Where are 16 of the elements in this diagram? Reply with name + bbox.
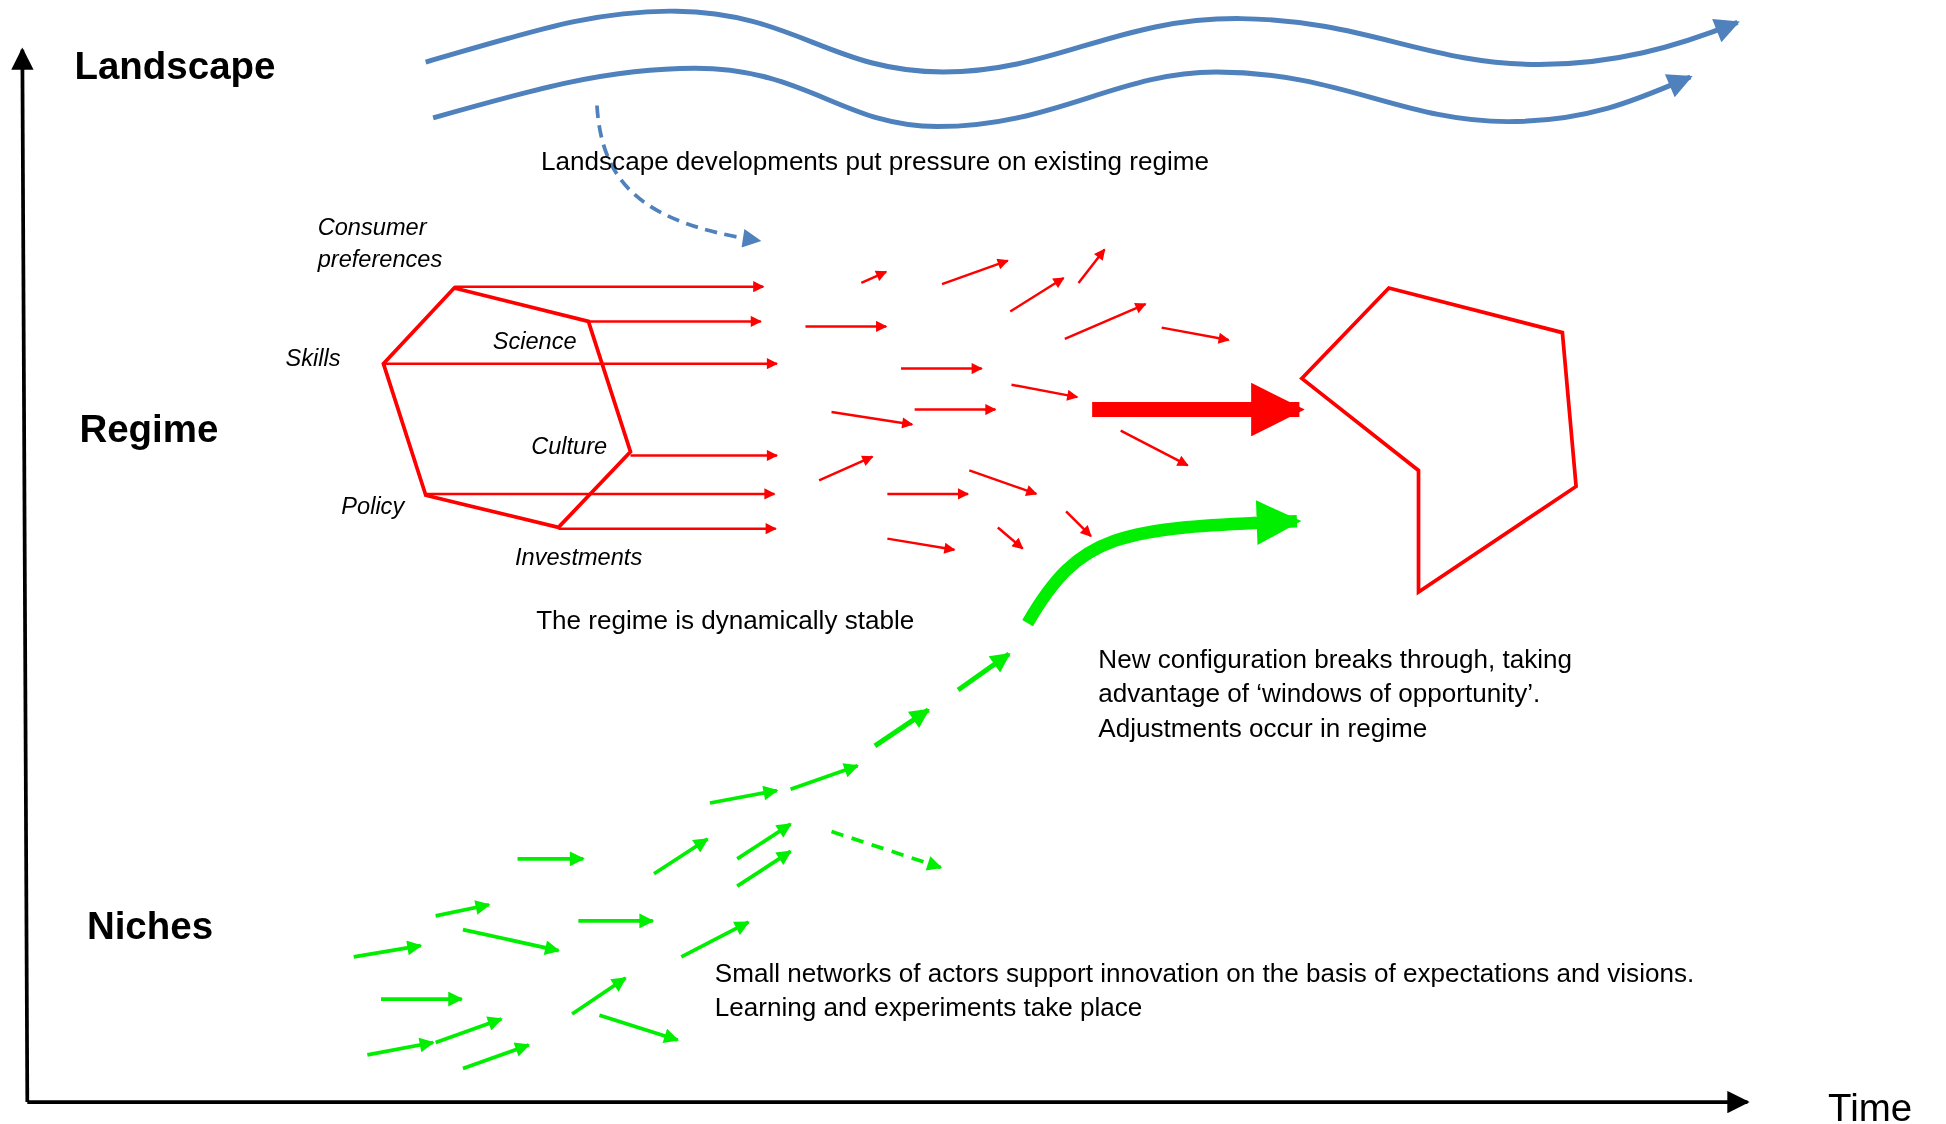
annotation-text: New configuration breaks through, taking advantage of ‘windows of opportunity’. Adjustments occur in regime xyxy=(1098,643,1574,745)
factor-label: Skills xyxy=(285,344,341,373)
annotation-text: Landscape developments put pressure on existing regime xyxy=(541,145,1209,177)
arrow xyxy=(1022,500,1302,627)
factor-label: Science xyxy=(492,326,577,355)
layer-heading: Landscape xyxy=(74,43,276,90)
layer-heading: Regime xyxy=(79,406,219,452)
layer-heading: Niches xyxy=(86,903,214,950)
arrow xyxy=(1092,382,1305,437)
factor-label: Policy xyxy=(341,491,405,520)
annotation-text: The regime is dynamically stable xyxy=(536,604,915,636)
factor-label: Investments xyxy=(515,542,643,571)
factor-label: Culture xyxy=(531,432,608,461)
factor-label: Consumer preferences xyxy=(317,212,444,274)
axis-label: Time xyxy=(1828,1084,1913,1124)
annotation-text: Small networks of actors support innovation on the basis of expectations and visions. Learning and experiments take place xyxy=(714,957,1696,1024)
